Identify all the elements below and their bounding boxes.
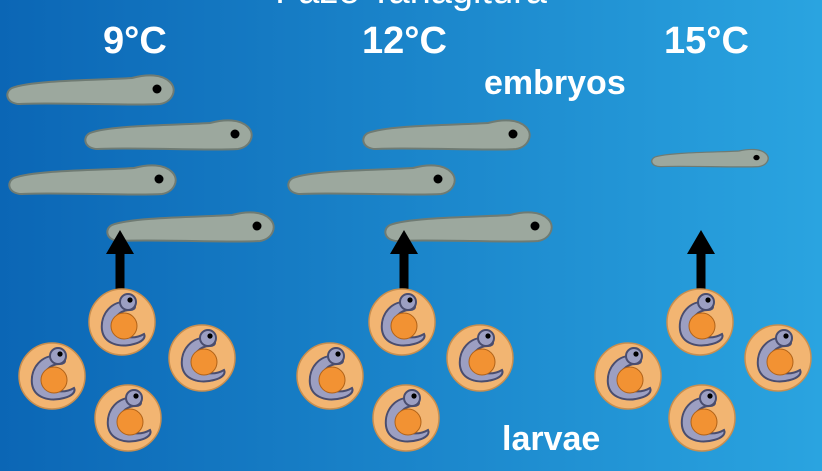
larvae-label: larvae	[502, 420, 600, 459]
embryos-label: embryos	[484, 64, 626, 103]
temperature-label-9: 9°C	[103, 20, 167, 63]
temperature-label-15: 15°C	[664, 20, 749, 63]
embryo-egg-icon	[169, 325, 235, 391]
embryo-egg-icon	[95, 385, 161, 451]
embryo-egg-icon	[369, 289, 435, 355]
embryo-egg-icon	[669, 385, 735, 451]
embryo-egg-icon	[89, 289, 155, 355]
temperature-label-12: 12°C	[362, 20, 447, 63]
embryo-egg-icon	[297, 343, 363, 409]
embryo-egg-icon	[19, 343, 85, 409]
embryo-egg-icon	[447, 325, 513, 391]
embryo-egg-icon	[373, 385, 439, 451]
embryo-egg-icon	[667, 289, 733, 355]
embryo-egg-icon	[595, 343, 661, 409]
embryo-egg-icon	[745, 325, 811, 391]
diagram-title: Fázé Tanagitúra	[0, 0, 822, 13]
